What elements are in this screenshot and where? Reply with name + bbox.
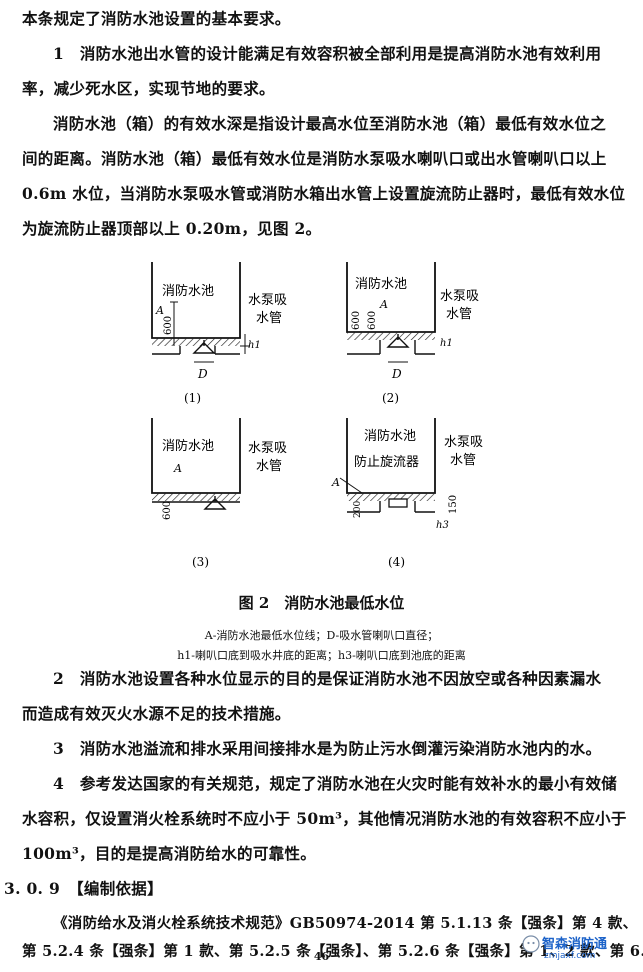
- paragraph-2-line-1: 消防水池（箱）的有效水深是指设计最高水位至消防水池（箱）最低有效水位之: [53, 114, 607, 133]
- sub-diagram-4: 消防水池 防止旋流器 A 200 水泵吸 水管 150 h3 (4): [331, 418, 483, 569]
- figure-caption: 图 2 消防水池最低水位: [238, 594, 405, 612]
- pipe-label-4b: 水管: [450, 453, 476, 468]
- paragraph-4: 3 消防水池溢流和排水采用间接排水是为防止污水倒灌污染消防水池内的水。: [53, 739, 602, 758]
- paragraph-7-line-2: 第 5.2.4 条【强条】第 1 款、第 5.2.5 条【强条】、第 5.2.6…: [22, 943, 643, 960]
- figure-2-diagram: 消防水池 A 600 水泵吸 水管 h1 D (1) 消防水池 A 600 60…: [151, 262, 483, 569]
- section-heading-3-0-9: 3. 0. 9 【编制依据】: [4, 879, 163, 898]
- mark-h3-4: h3: [436, 520, 449, 531]
- paragraph-5-line-3: 100m³，目的是提高消防给水的可靠性。: [22, 844, 317, 863]
- mark-d-2: D: [391, 367, 402, 381]
- dim-600-3: 600: [162, 501, 173, 520]
- dim-200-4: 200: [353, 501, 363, 518]
- pipe-label-4a: 水泵吸: [444, 435, 483, 450]
- mark-a-3: A: [173, 462, 182, 475]
- dim-600-2b: 600: [367, 311, 378, 330]
- sub-label-4: (4): [388, 555, 405, 569]
- mark-d-1: D: [197, 367, 208, 381]
- pipe-label-1b: 水管: [256, 311, 282, 326]
- paragraph-5-line-2: 水容积，仅设置消火栓系统时不应小于 50m³，其他情况消防水池的有效容积不应小于: [22, 809, 627, 828]
- pool-label-1: 消防水池: [162, 283, 214, 299]
- sub-label-3: (3): [192, 555, 209, 569]
- paragraph-2-line-3: 0.6m 水位，当消防水泵吸水管或消防水箱出水管上设置旋流防止器时，最低有效水位: [22, 184, 626, 203]
- watermark-name: 智森消防通: [542, 937, 608, 952]
- watermark-logo: 智森消防通 zmjaxf.com: [522, 932, 640, 966]
- page-number: 46: [313, 950, 330, 963]
- watermark-url: zmjaxf.com: [544, 951, 596, 961]
- paragraph-3-line-1: 2 消防水池设置各种水位显示的目的是保证消防水池不因放空或各种因素漏水: [53, 669, 602, 688]
- sub-diagram-2: 消防水池 A 600 600 水泵吸 水管 h1 D (2): [346, 262, 479, 405]
- sub-diagram-1: 消防水池 A 600 水泵吸 水管 h1 D (1): [151, 262, 287, 405]
- pipe-label-2a: 水泵吸: [440, 289, 479, 304]
- pipe-label-3a: 水泵吸: [248, 441, 287, 456]
- pool-label-3: 消防水池: [162, 438, 214, 454]
- paragraph-1-line-1: 1 消防水池出水管的设计能满足有效容积被全部利用是提高消防水池有效利用: [53, 44, 602, 63]
- sub-label-2: (2): [382, 391, 399, 405]
- figure-legend-line-1: A-消防水池最低水位线；D-吸水管喇叭口直径；: [204, 629, 439, 642]
- mark-a-1: A: [155, 304, 164, 317]
- sub-label-1: (1): [184, 391, 201, 405]
- wechat-icon: [522, 935, 540, 953]
- dim-150-4: 150: [448, 495, 459, 514]
- pool-label-2: 消防水池: [355, 276, 407, 292]
- pipe-label-3b: 水管: [256, 459, 282, 474]
- dim-600-2a: 600: [351, 311, 362, 330]
- mark-h1-1: h1: [248, 340, 261, 351]
- paragraph-2-line-4: 为旋流防止器顶部以上 0.20m，见图 2。: [22, 219, 322, 238]
- figure-legend-line-2: h1-喇叭口底到吸水井底的距离；h3-喇叭口底到池底的距离: [177, 649, 466, 662]
- paragraph-2-line-2: 间的距离。消防水池（箱）最低有效水位是消防水泵吸水喇叭口或出水管喇叭口以上: [22, 149, 607, 168]
- vortex-label-4: 防止旋流器: [354, 454, 419, 470]
- paragraph-7-line-1: 《消防给水及消火栓系统技术规范》GB50974-2014 第 5.1.13 条【…: [53, 915, 638, 932]
- paragraph-1-line-2: 率，减少死水区，实现节地的要求。: [22, 79, 275, 98]
- mark-h1-2: h1: [440, 338, 453, 349]
- paragraph-5-line-1: 4 参考发达国家的有关规范，规定了消防水池在火灾时能有效补水的最小有效储: [53, 774, 618, 793]
- mark-a-2: A: [379, 298, 388, 311]
- paragraph-intro: 本条规定了消防水池设置的基本要求。: [22, 9, 291, 28]
- pipe-label-1a: 水泵吸: [248, 293, 287, 308]
- sub-diagram-3: 消防水池 A 600 水泵吸 水管 (3): [151, 418, 287, 569]
- paragraph-3-line-2: 而造成有效灭火水源不足的技术措施。: [22, 704, 291, 723]
- pool-label-4: 消防水池: [364, 428, 416, 444]
- dim-600-1: 600: [163, 316, 174, 335]
- pipe-label-2b: 水管: [446, 307, 472, 322]
- mark-a-4: A: [331, 476, 340, 489]
